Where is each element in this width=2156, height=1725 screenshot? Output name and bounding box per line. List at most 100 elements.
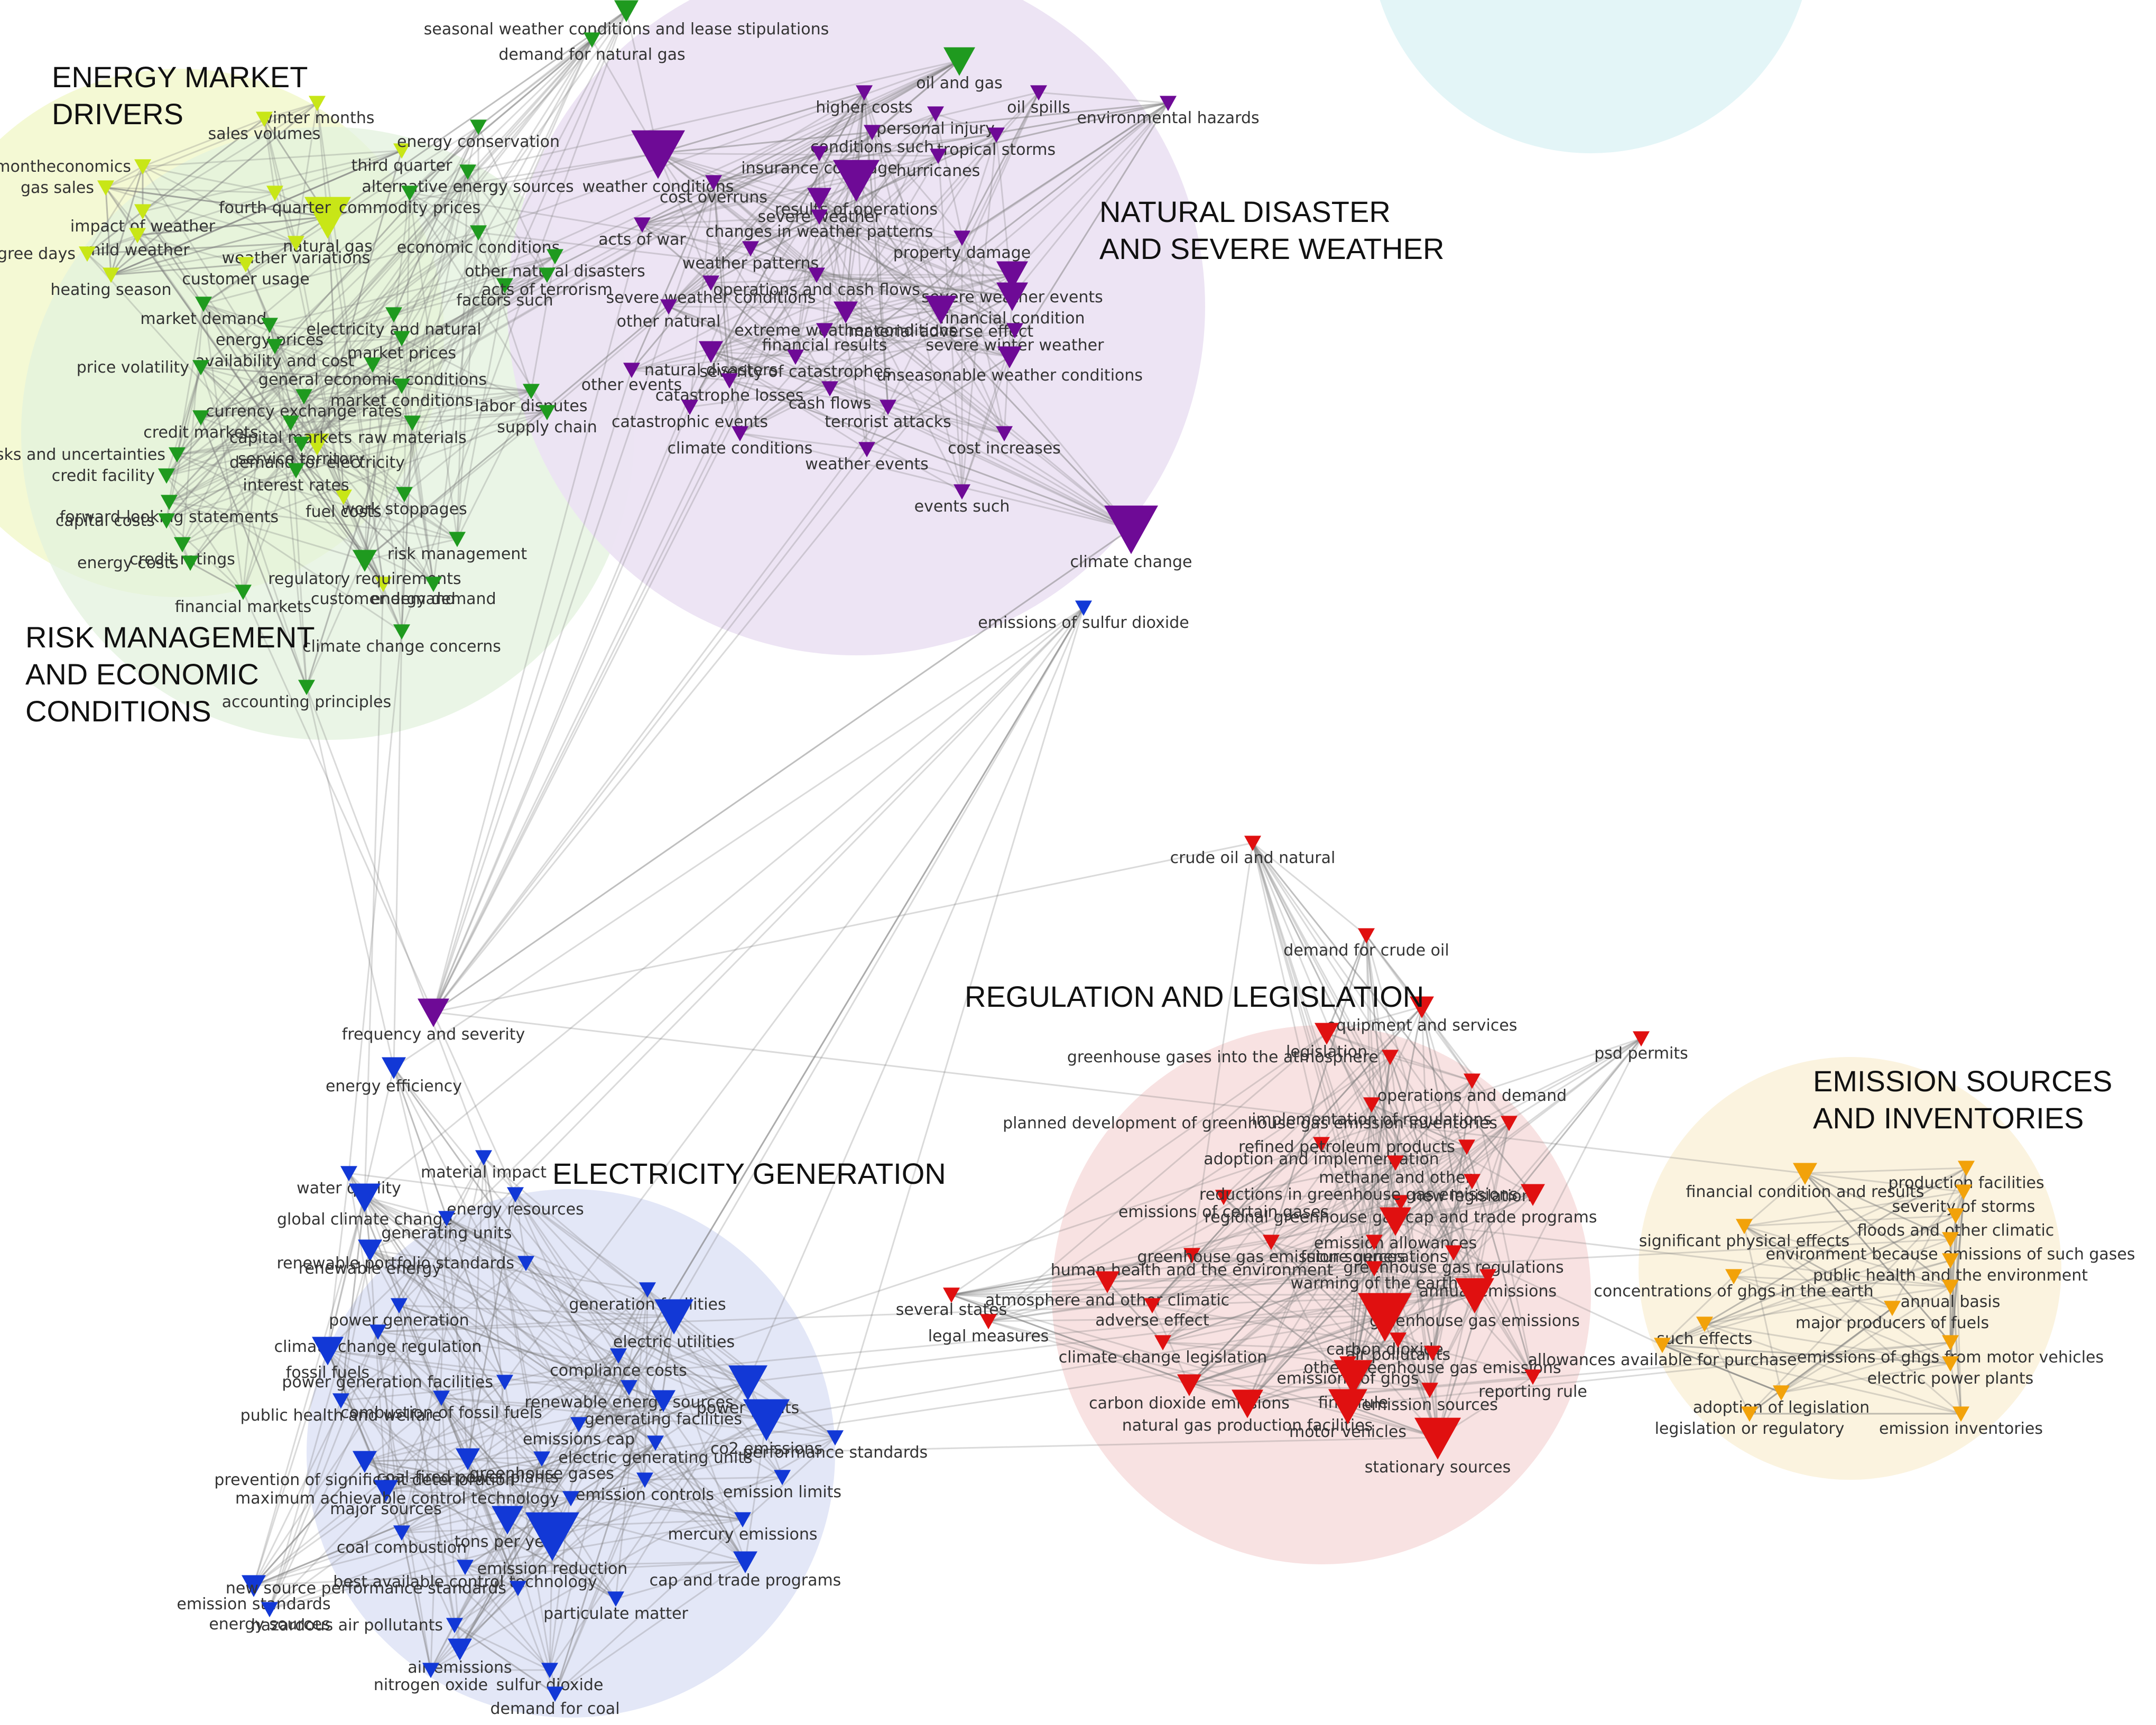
edge: [951, 1032, 1327, 1296]
node-label: property damage: [893, 244, 1031, 262]
node: annual basis: [1901, 1279, 2000, 1311]
edge: [713, 181, 818, 276]
node-marker: [943, 1287, 960, 1303]
edge: [200, 366, 532, 392]
edge: [750, 216, 820, 249]
edge: [829, 102, 1169, 389]
node: frequency and severity: [342, 998, 525, 1044]
edge: [385, 1458, 542, 1491]
edge: [464, 1381, 506, 1568]
node-label: carbon dioxide emissions: [1089, 1394, 1290, 1413]
node-marker: [364, 357, 381, 373]
node-label: psd permits: [1594, 1044, 1688, 1063]
edge: [295, 103, 318, 244]
node-label: severity of storms: [1892, 1198, 2035, 1216]
node-marker: [358, 1239, 382, 1262]
edge: [348, 1173, 432, 1671]
edge: [631, 369, 730, 382]
edge: [642, 224, 963, 239]
node-label: material adverse effect: [848, 322, 1033, 341]
node: motor vehicles: [1289, 1389, 1407, 1441]
node-label: environmental hazards: [1077, 109, 1259, 127]
edge: [668, 305, 1005, 434]
edge: [300, 396, 305, 444]
edge: [655, 1381, 748, 1444]
node-marker: [834, 301, 858, 323]
edge: [1365, 935, 1510, 1124]
edge: [1191, 842, 1254, 1256]
node-label: energy sources: [209, 1615, 330, 1634]
edge: [1223, 1196, 1431, 1391]
edge: [165, 171, 469, 521]
edge: [530, 256, 556, 392]
edge: [1397, 1038, 1642, 1340]
node: market prices: [347, 331, 456, 363]
edge: [327, 1197, 366, 1351]
node: stationary sources: [1365, 1417, 1511, 1477]
edge: [398, 1305, 456, 1626]
edge: [1252, 842, 1476, 1295]
node-label: price volatility: [77, 358, 189, 377]
edge: [105, 187, 138, 236]
node: emission limits: [723, 1470, 841, 1501]
edge: [87, 242, 297, 255]
edge: [1247, 1352, 1433, 1404]
edge: [364, 1397, 442, 1462]
node-label: operations and demand: [1377, 1087, 1567, 1105]
node: emissions cap: [523, 1417, 635, 1449]
edge: [253, 1461, 366, 1586]
node-label: catastrophe losses: [655, 386, 804, 405]
edge: [1421, 1006, 1473, 1081]
edge: [658, 102, 1169, 154]
edge: [871, 132, 1013, 296]
node-marker: [654, 1299, 693, 1335]
edge: [465, 1497, 571, 1568]
edge: [454, 1624, 556, 1695]
edge: [1189, 1315, 1385, 1386]
edge: [478, 231, 1013, 297]
node: electric utilities: [613, 1299, 735, 1351]
node-label: sales volumes: [208, 125, 321, 143]
node-marker: [732, 426, 748, 442]
edge: [137, 216, 328, 236]
edge: [1733, 1167, 1967, 1277]
node-label: emission standards: [177, 1595, 330, 1613]
edge: [618, 1355, 767, 1420]
node-marker: [1464, 1073, 1480, 1089]
edge: [432, 103, 1169, 1013]
edge: [316, 103, 384, 585]
node: adoption of legislation: [1693, 1385, 1870, 1417]
node-label: warming of the earth: [1290, 1274, 1458, 1293]
node: natural disasters: [644, 341, 778, 379]
edge: [1805, 1172, 1951, 1288]
node: other natural disasters: [465, 249, 645, 281]
node: heating season: [50, 267, 172, 299]
edge: [1162, 1080, 1473, 1343]
edge: [824, 295, 1013, 331]
edge: [87, 210, 143, 255]
node-marker: [237, 257, 254, 273]
node-label: coal combustion: [337, 1538, 467, 1557]
edge: [409, 39, 593, 194]
node: factors such: [456, 278, 553, 310]
edge: [1374, 1193, 1533, 1269]
edge: [477, 232, 506, 286]
node-marker: [492, 1506, 523, 1535]
node-label: severe weather conditions: [606, 289, 816, 307]
edge: [177, 453, 458, 540]
edge: [713, 182, 730, 381]
node: generation facilities: [569, 1282, 726, 1314]
edge: [401, 385, 548, 413]
edge: [364, 1196, 447, 1219]
node: results of operations: [775, 160, 938, 219]
edge: [829, 134, 997, 389]
edge: [377, 1331, 617, 1599]
edge: [269, 1518, 508, 1610]
edge: [317, 443, 458, 540]
edge: [464, 1566, 551, 1671]
node-marker: [393, 143, 410, 159]
edge: [295, 126, 479, 471]
node-label: electric power plants: [1867, 1369, 2034, 1388]
node-label: planned development of greenhouse gas em…: [1003, 1114, 1497, 1133]
node: demand for coal: [490, 1686, 620, 1718]
